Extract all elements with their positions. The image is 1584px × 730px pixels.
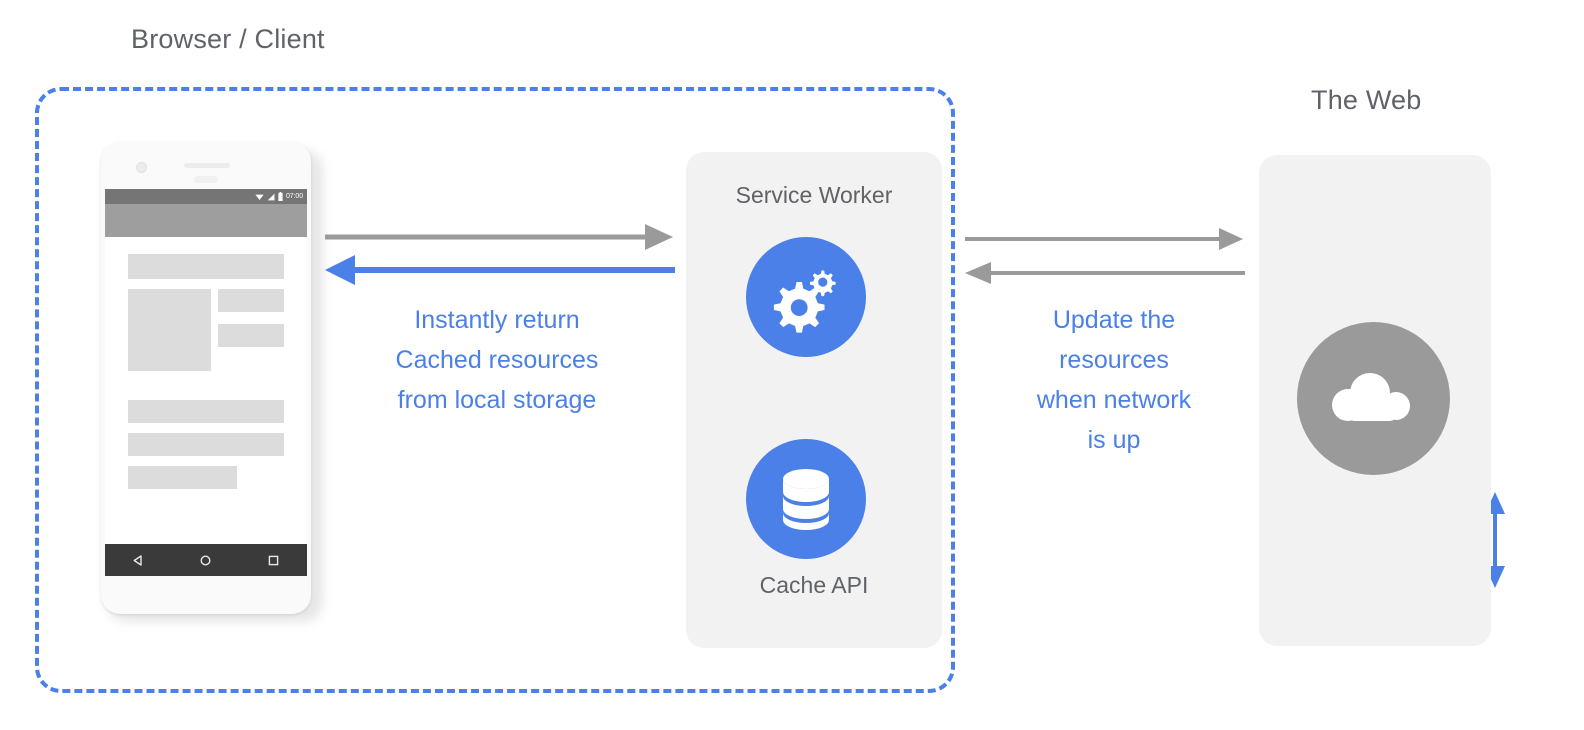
phone-sensor bbox=[194, 176, 218, 183]
cached-response-annotation: Instantly return Cached resources from l… bbox=[395, 306, 599, 414]
the-web-panel bbox=[1259, 155, 1491, 646]
back-button[interactable] bbox=[132, 554, 145, 567]
client-request-arrow bbox=[325, 224, 673, 250]
wifi-icon bbox=[255, 194, 264, 200]
battery-icon bbox=[278, 192, 283, 201]
phone-mockup: 07:00 bbox=[101, 142, 323, 622]
skeleton-block bbox=[128, 433, 284, 456]
client-boundary-box bbox=[35, 87, 955, 693]
service-worker-title: Service Worker bbox=[735, 182, 893, 208]
skeleton-block bbox=[128, 400, 284, 423]
service-worker-panel: Service Worker bbox=[686, 152, 1505, 648]
database-icon bbox=[746, 439, 866, 559]
phone-body: 07:00 bbox=[101, 142, 311, 614]
phone-content-skeleton bbox=[105, 237, 307, 528]
skeleton-block bbox=[128, 289, 211, 371]
skeleton-block bbox=[218, 289, 284, 312]
phone-camera-icon bbox=[136, 162, 147, 173]
network-update-annotation: Update the resources when network is up bbox=[1036, 306, 1192, 454]
skeleton-block bbox=[128, 466, 237, 489]
phone-status-bar: 07:00 bbox=[105, 189, 307, 204]
skeleton-block bbox=[218, 324, 284, 347]
browser-client-label: Browser / Client bbox=[131, 24, 325, 54]
phone-app-bar bbox=[105, 204, 307, 237]
phone-speaker-grille bbox=[184, 163, 230, 168]
recents-button[interactable] bbox=[267, 554, 280, 567]
gears-icon bbox=[746, 237, 866, 357]
cache-api-title: Cache API bbox=[759, 572, 869, 598]
network-response-arrow bbox=[965, 262, 1245, 284]
the-web-label: The Web bbox=[1311, 85, 1422, 115]
signal-icon bbox=[267, 193, 275, 200]
status-bar-time: 07:00 bbox=[285, 193, 303, 200]
cloud-icon bbox=[1297, 322, 1450, 475]
cached-response-arrow bbox=[325, 255, 675, 285]
phone-screen: 07:00 bbox=[105, 189, 307, 576]
phone-nav-bar bbox=[105, 544, 307, 576]
network-fetch-arrow bbox=[965, 228, 1243, 250]
skeleton-block bbox=[128, 254, 284, 279]
home-button[interactable] bbox=[199, 554, 212, 567]
